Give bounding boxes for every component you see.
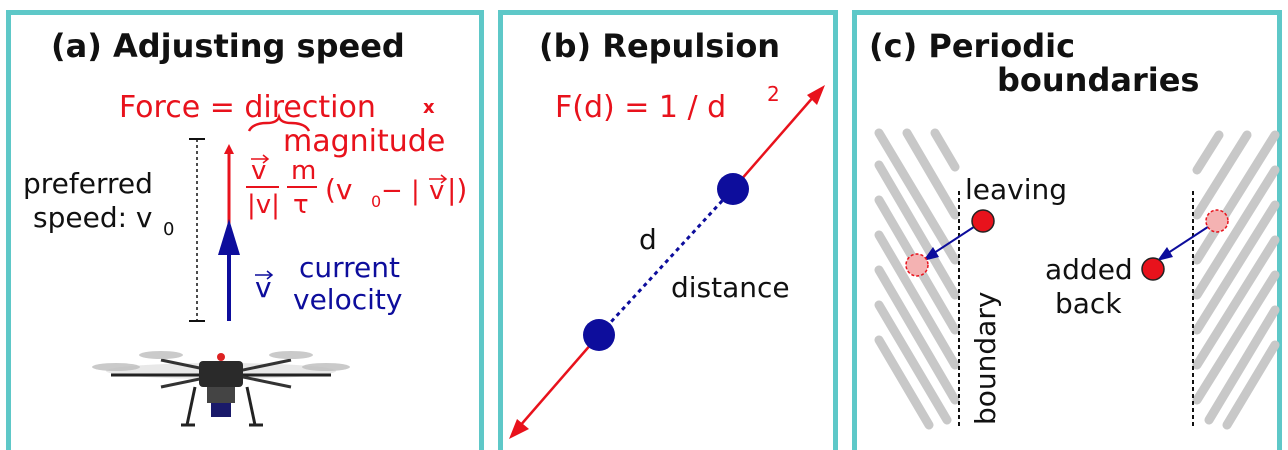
force-formula: v |v| m τ (v 0 − | v |) bbox=[246, 154, 467, 220]
leaving-label: leaving bbox=[965, 173, 1067, 206]
velocity-arrow-head bbox=[218, 219, 240, 255]
distance-d-label: d bbox=[639, 223, 657, 256]
current-v-symbol: v bbox=[255, 271, 272, 304]
formula-abs-vector-arrow bbox=[429, 174, 448, 184]
repulsion-arrowhead-lower bbox=[509, 419, 529, 439]
leaving-arrowhead bbox=[923, 247, 939, 261]
ghost-particle-left bbox=[905, 253, 929, 277]
added-back-arrowhead bbox=[1157, 247, 1173, 261]
panel-c-title-line2: boundaries bbox=[997, 61, 1199, 99]
formula-vector-arrow bbox=[251, 154, 270, 164]
boundary-label: boundary bbox=[969, 292, 1002, 425]
preferred-speed-label-line1: preferred bbox=[23, 167, 153, 200]
formula-paren-open: (v bbox=[325, 173, 353, 206]
repulsion-arrow-lower bbox=[518, 334, 600, 428]
repulsion-exponent: 2 bbox=[767, 82, 780, 106]
panel-c-diagram: (c) Periodic boundaries bbox=[869, 27, 1280, 430]
current-velocity-line2: velocity bbox=[293, 283, 402, 316]
left-boundary-hatching bbox=[874, 128, 960, 430]
panel-b-diagram: (b) Repulsion F(d) = 1 / d 2 d distance bbox=[509, 27, 825, 439]
particle-lower bbox=[583, 319, 615, 351]
times-symbol: x bbox=[423, 97, 435, 118]
particle-upper bbox=[717, 173, 749, 205]
repulsion-arrow-upper bbox=[732, 94, 816, 190]
leaving-particle bbox=[971, 209, 995, 233]
added-back-particle bbox=[1141, 257, 1165, 281]
repulsion-arrowhead-upper bbox=[807, 85, 825, 105]
preferred-speed-label-line2: speed: v bbox=[33, 201, 153, 234]
magnitude-label: magnitude bbox=[283, 124, 445, 159]
formula-tau: τ bbox=[293, 190, 309, 220]
force-equation-label: Force = direction bbox=[119, 90, 376, 125]
current-velocity-line1: current bbox=[299, 251, 400, 284]
repulsion-formula: F(d) = 1 / d bbox=[555, 90, 726, 125]
panel-periodic-boundaries: (c) Periodic boundaries bbox=[852, 10, 1282, 450]
right-boundary-hatching bbox=[1192, 130, 1280, 430]
distance-label: distance bbox=[671, 271, 790, 304]
current-v-vector-arrow bbox=[255, 270, 274, 280]
ghost-particle-right bbox=[1205, 209, 1229, 233]
panel-b-title: (b) Repulsion bbox=[539, 27, 780, 65]
added-label-line1: added bbox=[1045, 253, 1133, 286]
panel-a-title: (a) Adjusting speed bbox=[51, 27, 405, 65]
formula-paren-close: |) bbox=[447, 173, 467, 206]
formula-v-abs: v bbox=[429, 176, 444, 206]
added-label-line2: back bbox=[1055, 287, 1122, 320]
formula-v0-subscript: 0 bbox=[371, 192, 381, 211]
panel-adjusting-speed: (a) Adjusting speed Force = direction x … bbox=[6, 10, 484, 450]
formula-minus: − | bbox=[381, 176, 420, 206]
panel-a-diagram: (a) Adjusting speed Force = direction x … bbox=[23, 27, 467, 427]
preferred-speed-subscript: 0 bbox=[163, 219, 174, 240]
magnitude-brace bbox=[247, 113, 311, 132]
drone-icon bbox=[92, 351, 350, 427]
distance-line bbox=[597, 187, 735, 337]
formula-v-denominator: |v| bbox=[247, 190, 280, 220]
formula-v-numerator: v bbox=[251, 156, 266, 186]
panel-c-title-line1: (c) Periodic bbox=[869, 27, 1075, 65]
panel-repulsion: (b) Repulsion F(d) = 1 / d 2 d distance bbox=[498, 10, 838, 450]
formula-m: m bbox=[291, 156, 316, 186]
